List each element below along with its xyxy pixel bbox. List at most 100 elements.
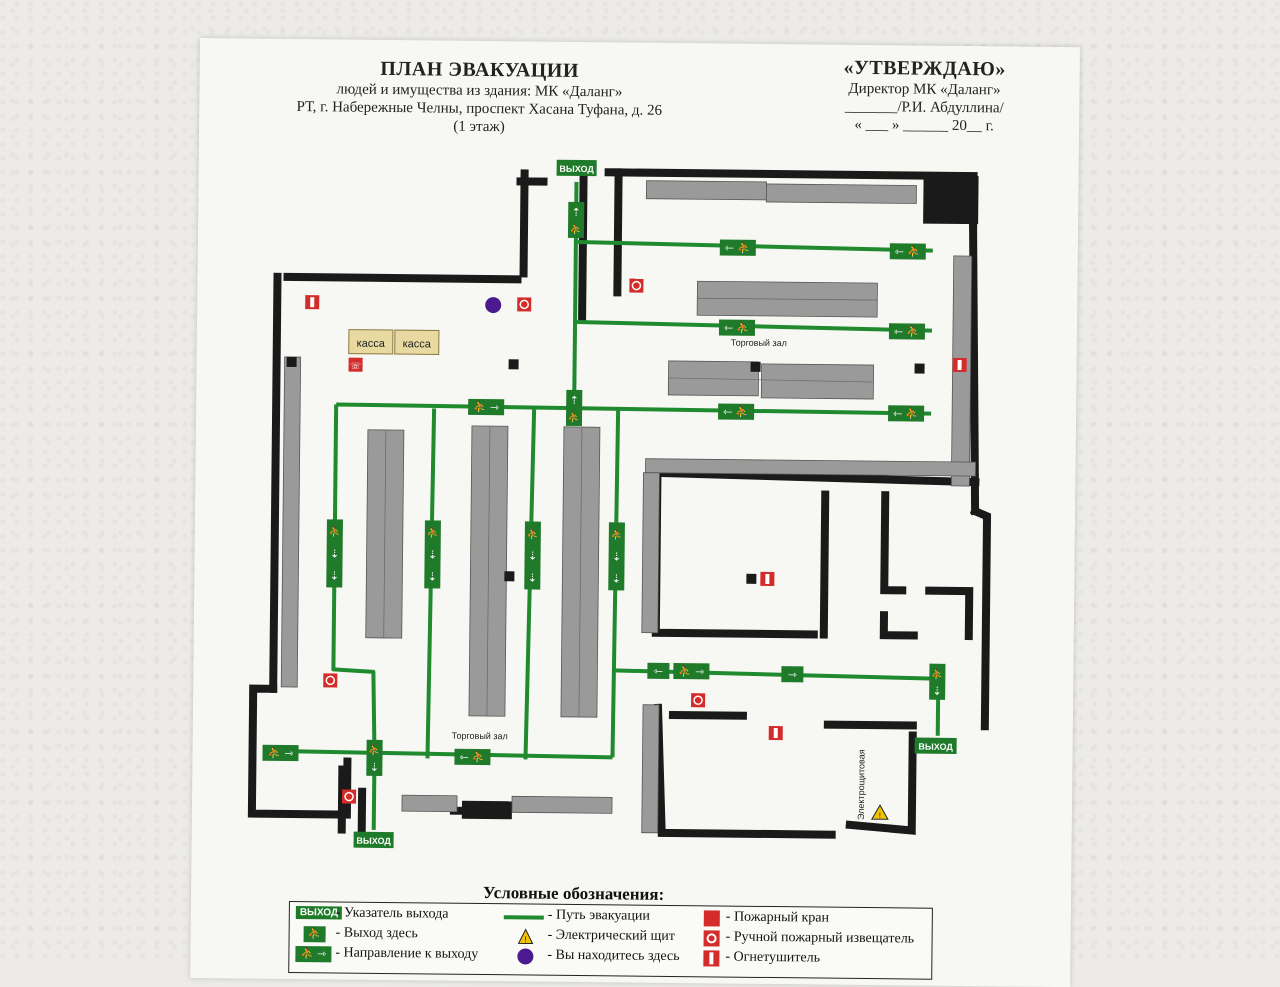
exit-direction-icon: ⛹⇣ bbox=[366, 739, 383, 776]
evacuation-plan-sheet: ПЛАН ЭВАКУАЦИИ людей и имущества из здан… bbox=[190, 38, 1080, 987]
svg-text:⇽ ⛹: ⇽ ⛹ bbox=[895, 244, 921, 258]
exit-direction-icon: ⇡⛹ bbox=[565, 389, 583, 427]
you-are-here-icon bbox=[485, 297, 502, 314]
legend-label-extinguisher: - Огнетушитель bbox=[725, 949, 821, 966]
fire-hydrant-icon bbox=[703, 910, 720, 927]
svg-text:⇣: ⇣ bbox=[612, 573, 621, 585]
exit-direction-icon: ⛹ ⇣ ⇣ bbox=[424, 520, 441, 589]
svg-text:!: ! bbox=[879, 811, 881, 820]
exit-direction-icon: ⛹ ⇣ ⇣ bbox=[524, 521, 541, 590]
fire-hydrant-icon: ☏ bbox=[348, 357, 363, 372]
svg-text:⛹: ⛹ bbox=[329, 525, 342, 538]
svg-text:⇽ ⛹: ⇽ ⛹ bbox=[723, 404, 749, 418]
exit-direction-icon: ⇾ bbox=[781, 666, 804, 683]
svg-text:!: ! bbox=[524, 934, 527, 944]
wall-block bbox=[461, 800, 513, 820]
svg-text:⇣: ⇣ bbox=[330, 570, 339, 582]
manual-fire-alarm-icon bbox=[629, 278, 644, 293]
svg-text:⇣: ⇣ bbox=[528, 550, 537, 562]
walls bbox=[247, 168, 992, 839]
svg-text:⇽ ⛹: ⇽ ⛹ bbox=[725, 241, 751, 255]
svg-text:⇽ ⛹: ⇽ ⛹ bbox=[724, 321, 750, 335]
manual-fire-alarm-icon bbox=[691, 693, 706, 708]
legend-label-exit-sign: - Указатель выхода bbox=[335, 905, 449, 922]
legend-title: Условные обозначения: bbox=[482, 883, 665, 904]
svg-text:⇡: ⇡ bbox=[572, 207, 581, 219]
hall-label-top: Торговый зал bbox=[731, 338, 787, 349]
electrical-panel-icon: ! bbox=[870, 804, 889, 820]
exit-sign-top-label: ВЫХОД bbox=[559, 164, 594, 174]
manual-fire-alarm-icon bbox=[703, 930, 720, 947]
svg-text:⇣: ⇣ bbox=[370, 762, 379, 774]
svg-text:⇽ ⛹: ⇽ ⛹ bbox=[459, 750, 485, 764]
exit-sign-right-label: ВЫХОД bbox=[918, 742, 953, 752]
svg-text:⛹: ⛹ bbox=[570, 223, 583, 236]
exit-direction-icon: ⇽ ⛹ bbox=[454, 748, 491, 766]
legend-label-evac-route: - Путь эвакуации bbox=[547, 907, 650, 924]
manual-fire-alarm-icon bbox=[341, 789, 357, 804]
legend-label-exit-here: - Выход здесь bbox=[335, 925, 418, 942]
floor-plan: касса касса ВЫХОД ВЫХОД bbox=[247, 159, 992, 849]
cashier-label-1: касса bbox=[357, 338, 386, 350]
exit-direction-icon: ⇽ ⛹ bbox=[718, 403, 755, 420]
exit-sign-bottom-label: ВЫХОД bbox=[356, 836, 391, 846]
columns bbox=[286, 356, 925, 584]
legend-label-exit-direction: - Направление к выходу bbox=[335, 945, 479, 962]
direction-signs: ⇽ ⛹ ⇽ ⛹ ⇽ ⛹ ⇽ ⛹ ⛹ ⇾ ⇽ ⛹ ⇽ ⛹ ⇽ ⛹ ⇾ ⇾ ⛹ ⇾ … bbox=[262, 201, 946, 776]
svg-text:⇡: ⇡ bbox=[570, 395, 579, 407]
exit-sign-top: ВЫХОД bbox=[556, 159, 597, 177]
hall-label-bottom: Торговый зал bbox=[452, 731, 508, 742]
svg-text:⛹ ⇾: ⛹ ⇾ bbox=[267, 746, 293, 760]
legend-label-you-are-here: - Вы находитесь здесь bbox=[547, 947, 680, 965]
extinguisher-icon bbox=[760, 571, 775, 587]
exit-direction-icon: ⛹ ⇣ ⇣ bbox=[326, 519, 343, 588]
svg-text:⇽: ⇽ bbox=[654, 666, 663, 678]
svg-text:⛹: ⛹ bbox=[527, 527, 540, 540]
svg-text:⛹ ⇾: ⛹ ⇾ bbox=[473, 400, 499, 414]
exit-sign-right: ВЫХОД bbox=[914, 737, 957, 754]
legend-label-fire-hydrant: - Пожарный кран bbox=[725, 909, 830, 926]
electrical-panel-icon: ! bbox=[517, 928, 534, 944]
legend-table: ВЫХОД - Указатель выхода ⛹ - Выход здесь… bbox=[288, 900, 933, 980]
svg-text:⇣: ⇣ bbox=[933, 686, 942, 698]
svg-text:⛹ ⇾: ⛹ ⇾ bbox=[678, 664, 704, 678]
exit-direction-icon: ⛹ ⇾ bbox=[673, 662, 710, 680]
exit-direction-icon: ⛹⇣ bbox=[929, 663, 946, 700]
svg-text:☏: ☏ bbox=[350, 361, 361, 371]
exit-direction-icon: ⛹ ⇾ bbox=[262, 744, 299, 762]
exit-direction-icon: ⇽ ⛹ bbox=[888, 323, 926, 340]
svg-text:⇣: ⇣ bbox=[428, 571, 437, 583]
cashier-label-2: касса bbox=[403, 338, 432, 350]
svg-text:⇽ ⛹: ⇽ ⛹ bbox=[894, 324, 920, 338]
svg-text:⛹: ⛹ bbox=[427, 526, 440, 539]
svg-text:⛹: ⛹ bbox=[611, 528, 624, 541]
electrical-room-label: Электрощитовая bbox=[856, 749, 867, 820]
svg-text:⇣: ⇣ bbox=[528, 572, 537, 584]
svg-text:⛹: ⛹ bbox=[568, 411, 581, 424]
shelf-dividers bbox=[383, 297, 878, 718]
legend-label-manual-fire-alarm: - Ручной пожарный извещатель bbox=[725, 929, 915, 947]
svg-text:⇣: ⇣ bbox=[330, 548, 339, 560]
svg-text:⇾: ⇾ bbox=[788, 669, 797, 681]
manual-fire-alarm-icon bbox=[323, 673, 338, 688]
exit-direction-icon: ⇽ bbox=[647, 662, 670, 679]
svg-text:⇣: ⇣ bbox=[428, 549, 437, 561]
svg-text:⛹: ⛹ bbox=[931, 668, 944, 681]
extinguisher-icon bbox=[703, 950, 720, 967]
evac-route-icon bbox=[503, 915, 544, 920]
exit-direction-icon: ⛹ ⇾ bbox=[468, 398, 505, 416]
exit-direction-icon: ⛹ ⇣ ⇣ bbox=[608, 522, 625, 591]
svg-text:⛹: ⛹ bbox=[368, 744, 381, 757]
cashier-desks: касса касса bbox=[348, 329, 440, 356]
exit-direction-icon: ⇽ ⛹ bbox=[719, 239, 756, 256]
extinguisher-icon bbox=[305, 295, 320, 310]
exit-direction-icon: ⇽ ⛹ bbox=[888, 405, 925, 422]
exit-direction-icon: ⇡⛹ bbox=[567, 201, 585, 239]
legend-label-electrical-panel: - Электрический щит bbox=[547, 927, 676, 945]
exit-sign-bottom: ВЫХОД bbox=[353, 831, 394, 849]
extinguisher-icon bbox=[952, 357, 967, 373]
extinguisher-icon bbox=[768, 725, 783, 741]
exit-direction-icon: ⇽ ⛹ bbox=[718, 319, 756, 336]
wall-block bbox=[923, 175, 979, 225]
svg-text:⇣: ⇣ bbox=[612, 551, 621, 563]
